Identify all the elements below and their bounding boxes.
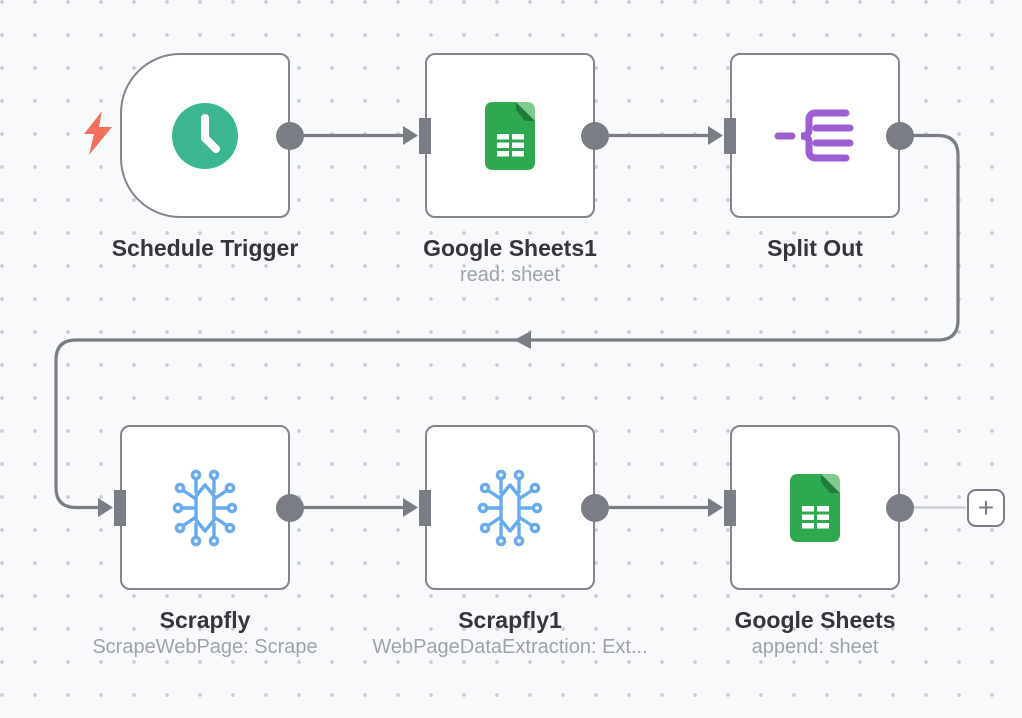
google-sheets-icon [485, 101, 535, 170]
input-port[interactable] [419, 489, 431, 526]
node-body[interactable] [120, 53, 290, 218]
node-subtitle: read: sheet [459, 264, 561, 286]
node-google-sheets[interactable]: Google Sheets append: sheet [724, 425, 914, 658]
output-port[interactable] [886, 121, 914, 150]
node-scrapfly[interactable]: Scrapfly ScrapeWebPage: Scrape [92, 425, 318, 658]
output-port[interactable] [886, 493, 914, 522]
node-split-out[interactable]: Split Out [724, 53, 914, 261]
arrowhead-icon [708, 126, 723, 145]
node-subtitle: ScrapeWebPage: Scrape [92, 636, 318, 658]
connection-scrapfly-to-scrapfly1[interactable] [304, 498, 418, 517]
node-scrapfly1[interactable]: Scrapfly1 WebPageDataExtraction: Ext... [372, 425, 648, 658]
split-out-icon [774, 109, 854, 161]
plus-icon: + [977, 492, 995, 523]
connection-splitout-to-scrapfly[interactable] [54, 133, 960, 518]
node-subtitle: WebPageDataExtraction: Ext... [372, 636, 648, 658]
output-port[interactable] [581, 121, 609, 150]
input-port[interactable] [724, 489, 736, 526]
node-google-sheets1[interactable]: Google Sheets1 read: sheet [419, 53, 609, 286]
input-port[interactable] [419, 117, 431, 154]
output-port[interactable] [276, 493, 304, 522]
spider-circuit-icon [172, 469, 238, 546]
node-schedule-trigger[interactable]: Schedule Trigger [84, 53, 304, 261]
arrowhead-icon [708, 498, 723, 517]
google-sheets-icon [790, 473, 840, 542]
node-body[interactable] [730, 425, 900, 590]
add-node-button[interactable]: + [967, 489, 1005, 527]
node-title[interactable]: Scrapfly1 [458, 607, 562, 633]
clock-icon [172, 102, 238, 169]
arrowhead-icon [514, 331, 531, 349]
lightning-bolt-icon [81, 110, 115, 161]
arrowhead-icon [403, 498, 418, 517]
connection-sheets1-to-splitout[interactable] [609, 126, 723, 145]
node-body[interactable] [730, 53, 900, 218]
connection-scrapfly1-to-sheets[interactable] [609, 498, 723, 517]
node-title[interactable]: Schedule Trigger [111, 235, 299, 261]
spider-circuit-icon [477, 469, 543, 546]
node-title[interactable]: Split Out [767, 235, 863, 261]
output-port[interactable] [581, 493, 609, 522]
node-title[interactable]: Google Sheets [734, 607, 896, 633]
connection-schedule-to-sheets1[interactable] [304, 126, 418, 145]
node-subtitle: append: sheet [751, 636, 879, 658]
input-port[interactable] [724, 117, 736, 154]
arrowhead-icon [403, 126, 418, 145]
node-body[interactable] [425, 425, 595, 590]
input-port[interactable] [114, 489, 126, 526]
node-body[interactable] [425, 53, 595, 218]
arrowhead-icon [98, 498, 113, 517]
node-body[interactable] [120, 425, 290, 590]
output-port[interactable] [276, 121, 304, 150]
node-title[interactable]: Scrapfly [159, 607, 251, 633]
node-title[interactable]: Google Sheets1 [423, 235, 597, 261]
